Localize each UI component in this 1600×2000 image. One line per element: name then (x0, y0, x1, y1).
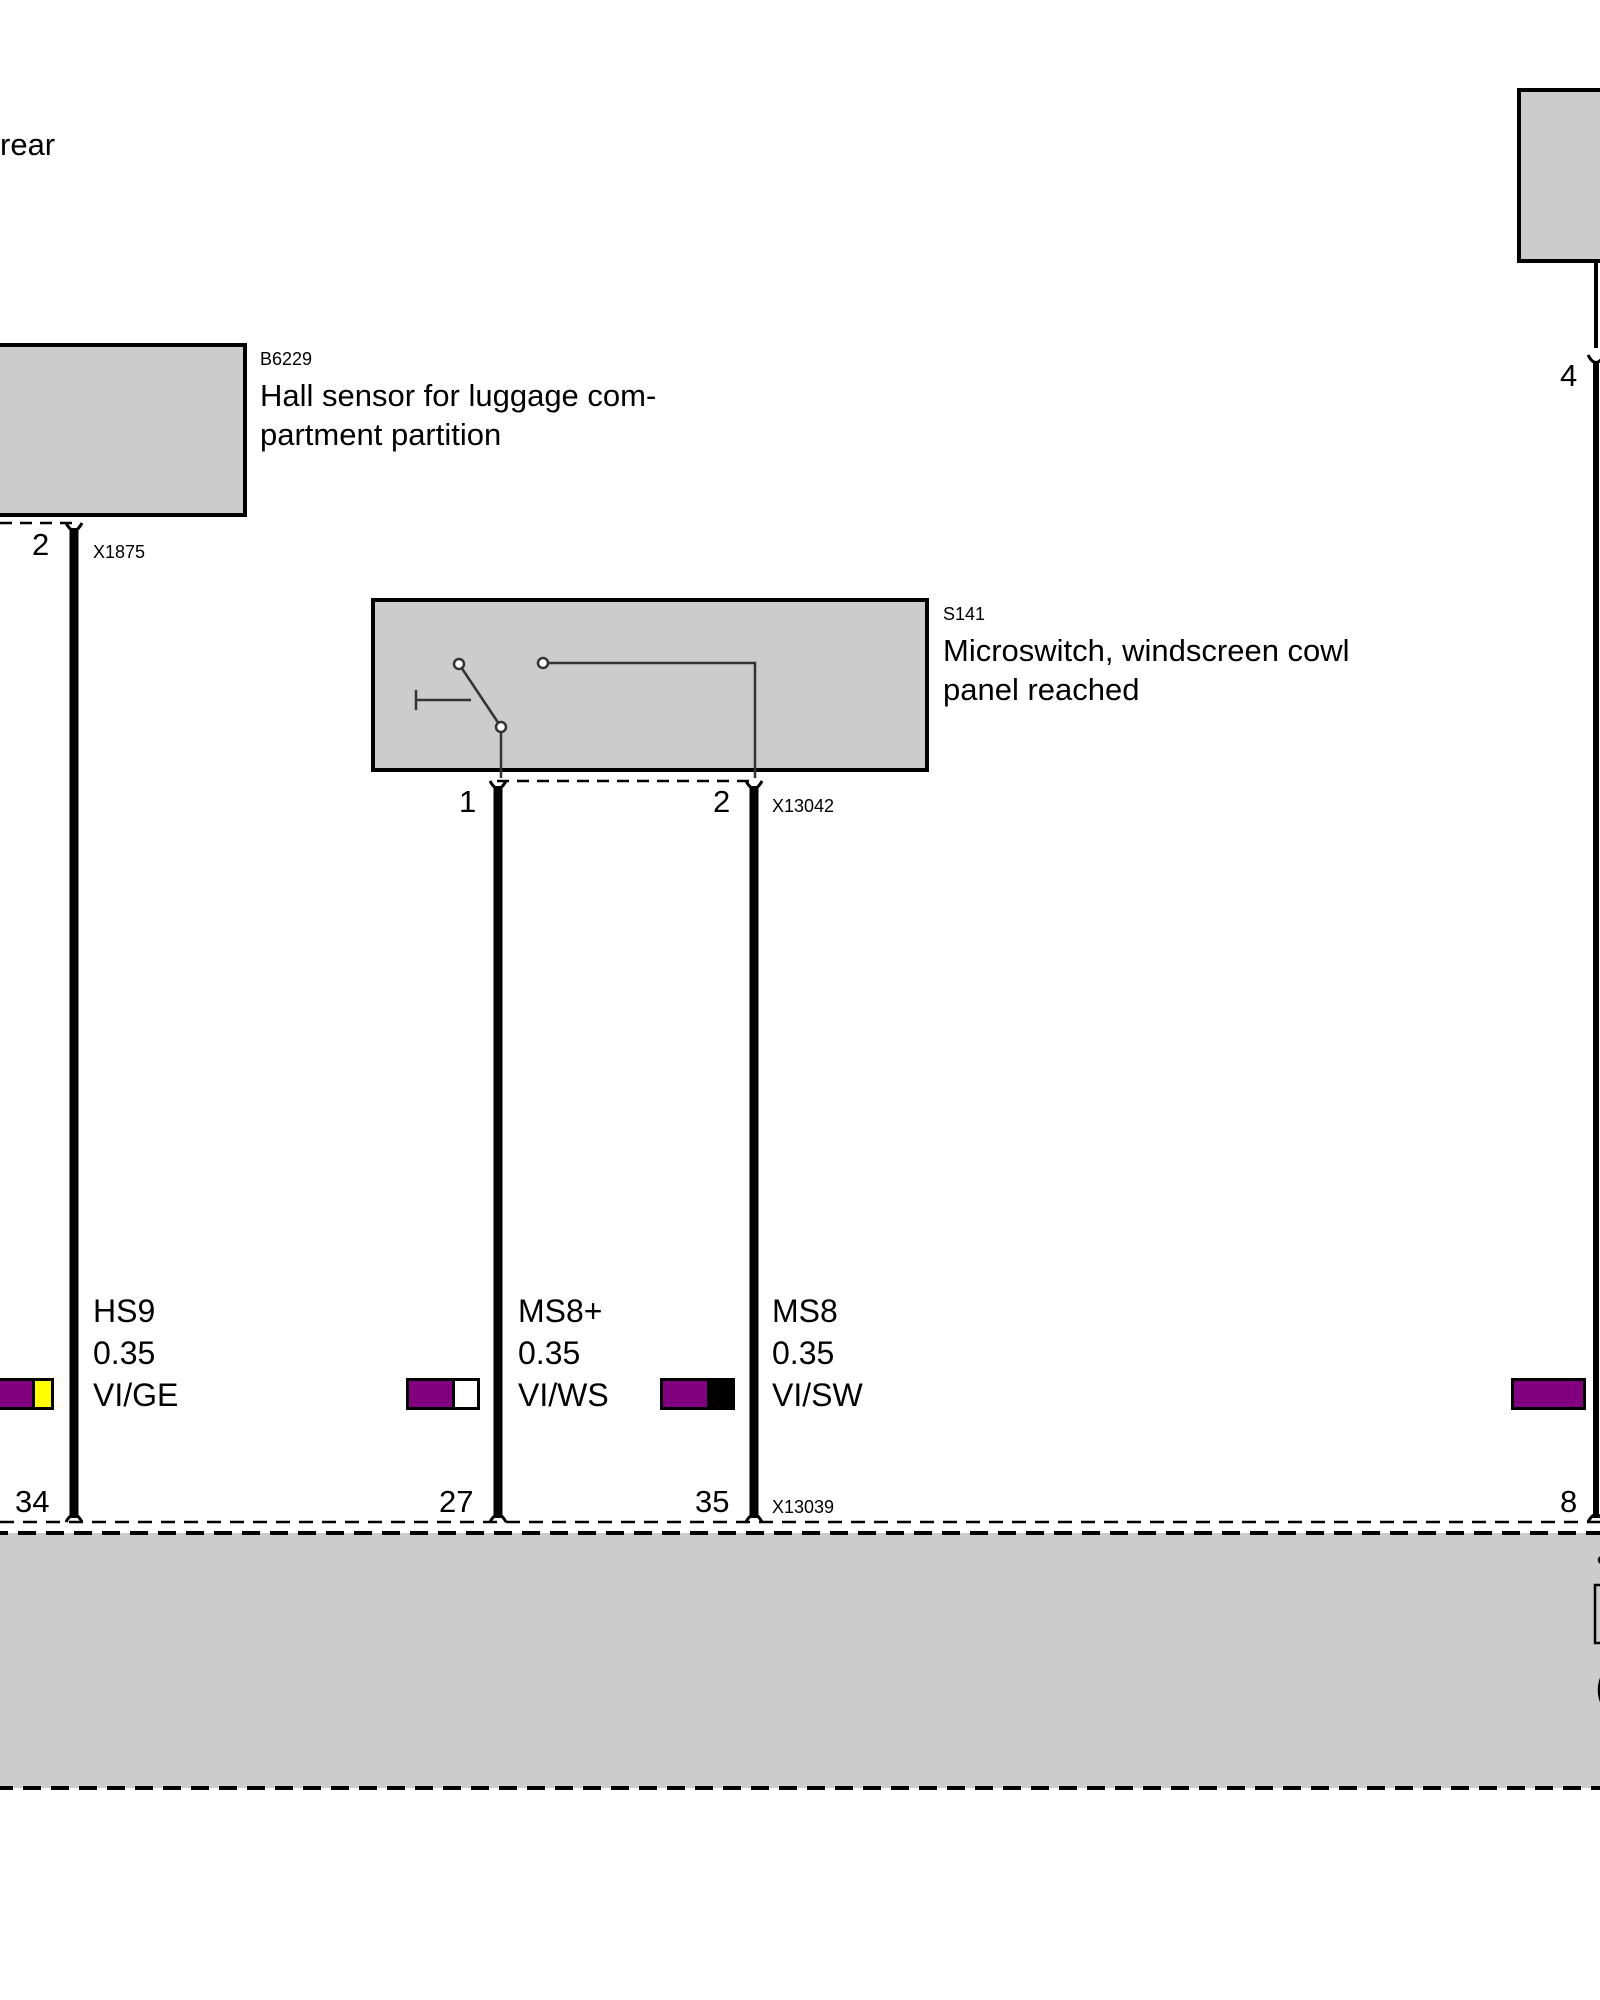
s141-code: S141 (943, 604, 986, 624)
s141-pin-1: 1 (459, 784, 477, 819)
control-unit-box (0, 1531, 1600, 1790)
swatch-base-color (409, 1381, 453, 1407)
connector-x13042-label: X13042 (772, 796, 835, 816)
wire-hs9-label: HS9 0.35 VI/GE (93, 1290, 178, 1416)
wire-ms8-gauge: 0.35 (772, 1335, 835, 1371)
swatch-base-color (0, 1381, 32, 1407)
connector-x13039-label: X13039 (772, 1497, 835, 1517)
s141-name-line1: Microswitch, windscreen cowl (943, 633, 1350, 668)
s141-name-line2: panel reached (943, 672, 1140, 707)
swatch-base-color (663, 1381, 707, 1407)
connector-x1875-label: X1875 (93, 542, 146, 562)
swatch-stripe-color (452, 1381, 477, 1407)
hall-sensor-box (0, 343, 247, 517)
wire-ms8-plus-gauge: 0.35 (518, 1335, 581, 1371)
swatch-stripe-color (31, 1381, 51, 1407)
switch-symbol (414, 656, 757, 778)
top-left-component-label: rear (0, 127, 56, 162)
wire-ms8-label: MS8 0.35 VI/SW (772, 1290, 863, 1416)
wire-ms8-plus-signal: MS8+ (518, 1293, 603, 1329)
wire-hs9-color-swatch (0, 1378, 54, 1410)
wire-ms8-plus-color-code: VI/WS (518, 1377, 609, 1413)
right-top-pin-4: 4 (1560, 358, 1578, 393)
top-right-component-box (1517, 88, 1600, 263)
microswitch-box (371, 598, 929, 772)
bottom-pin-27: 27 (439, 1484, 474, 1519)
wire-ms8-color-code: VI/SW (772, 1377, 863, 1413)
wire-right-color-swatch (1511, 1378, 1586, 1410)
wire-ms8-plus-color-swatch (406, 1378, 480, 1410)
b6229-name-line1: Hall sensor for luggage com- (260, 378, 657, 413)
wire-ms8-color-swatch (660, 1378, 735, 1410)
wire-ms8-plus-label: MS8+ 0.35 VI/WS (518, 1290, 609, 1416)
wire-hs9-signal: HS9 (93, 1293, 156, 1329)
terminal-hooks (64, 354, 1600, 1523)
b6229-pin-2: 2 (32, 527, 50, 562)
s141-pin-2: 2 (713, 784, 731, 819)
bottom-pin-35: 35 (695, 1484, 730, 1519)
wire-hs9-color-code: VI/GE (93, 1377, 179, 1413)
swatch-stripe-color (707, 1381, 732, 1407)
b6229-code: B6229 (260, 349, 313, 369)
swatch-base-color (1514, 1381, 1583, 1407)
bottom-pin-34: 34 (15, 1484, 50, 1519)
b6229-name-line2: partment partition (260, 417, 502, 452)
bottom-pin-8: 8 (1560, 1484, 1578, 1519)
wire-hs9-gauge: 0.35 (93, 1335, 156, 1371)
wire-ms8-signal: MS8 (772, 1293, 838, 1329)
